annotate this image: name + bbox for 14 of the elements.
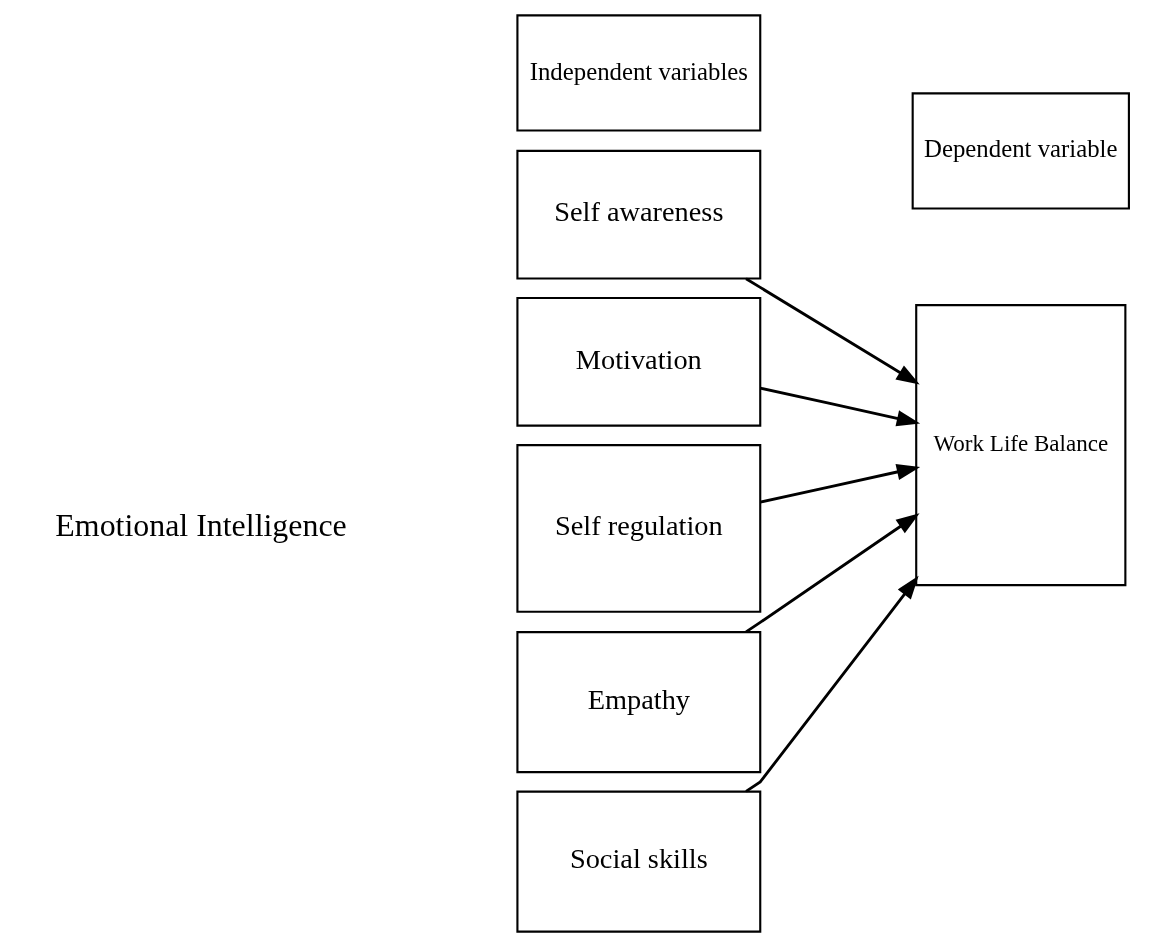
node-box: Self awareness — [516, 149, 762, 280]
arrow — [760, 386, 921, 427]
arrow — [745, 575, 919, 793]
node-box: Social skills — [516, 790, 762, 933]
node-box: Work Life Balance — [915, 304, 1127, 587]
node-box: Independent variables — [516, 14, 762, 132]
label: Emotional Intelligence — [55, 508, 347, 544]
node-box: Dependent variable — [911, 92, 1130, 210]
node-box: Empathy — [516, 631, 762, 774]
arrow — [760, 463, 921, 504]
arrow — [745, 277, 920, 385]
arrow — [745, 513, 920, 634]
node-box: Motivation — [516, 296, 762, 427]
node-box: Self regulation — [516, 444, 762, 613]
